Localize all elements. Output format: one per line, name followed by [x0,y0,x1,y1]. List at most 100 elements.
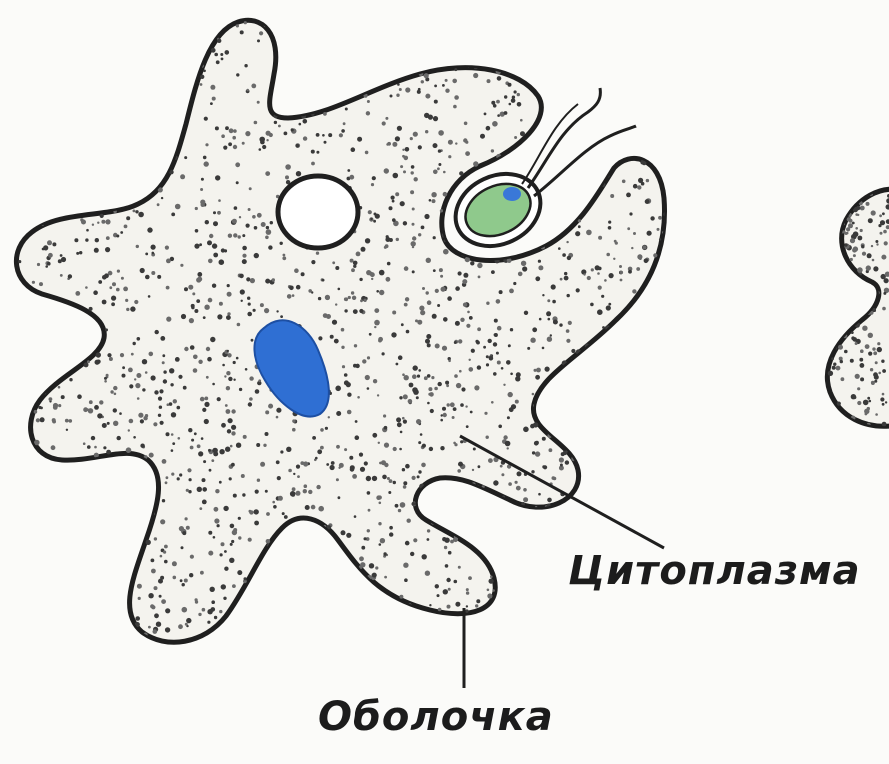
granule-dot [342,649,345,652]
granule-dot [159,89,162,92]
granule-dot [293,621,296,624]
granule-dot [60,274,63,277]
granule-dot [530,338,535,343]
granule-dot [828,371,833,376]
granule-dot [102,651,105,654]
granule-dot [570,599,575,604]
granule-dot [233,528,237,532]
granule-dot [531,470,534,473]
granule-dot [527,347,530,350]
granule-dot [444,546,447,549]
granule-dot [598,506,602,510]
granule-dot [398,509,401,512]
granule-dot [139,527,143,531]
granule-dot [547,498,552,503]
granule-dot [20,563,25,568]
granule-dot [384,463,388,467]
granule-dot [568,396,574,402]
granule-dot [178,375,182,379]
granule-dot [484,412,487,415]
granule-dot [492,45,497,50]
granule-dot [34,487,37,490]
granule-dot [38,122,42,126]
granule-dot [56,92,60,96]
granule-dot [260,303,264,307]
granule-dot [40,522,44,526]
granule-dot [93,638,97,642]
granule-dot [21,619,25,623]
granule-dot [396,627,399,630]
membrane-label: Оболочка [318,694,554,740]
granule-dot [251,84,256,89]
granule-dot [335,386,341,392]
granule-dot [81,113,84,116]
granule-dot [367,356,370,359]
granule-dot [453,407,457,411]
granule-dot [391,332,396,337]
granule-dot [422,444,426,448]
granule-dot [594,604,597,607]
granule-dot [120,458,125,463]
granule-dot [400,165,403,168]
granule-dot [45,265,48,268]
granule-dot [357,396,360,399]
granule-dot [819,226,823,230]
granule-dot [841,377,845,381]
granule-dot [593,73,595,75]
granule-dot [836,366,841,371]
granule-dot [470,261,474,265]
granule-dot [284,627,289,632]
granule-dot [637,185,641,189]
granule-dot [283,254,286,257]
granule-dot [396,94,399,97]
granule-dot [198,451,203,456]
granule-dot [137,337,141,341]
granule-dot [227,350,229,352]
granule-dot [194,309,198,313]
granule-dot [34,410,38,414]
granule-dot [508,392,513,397]
granule-dot [515,400,519,404]
granule-dot [551,284,556,289]
granule-dot [46,580,49,583]
granule-dot [874,380,877,383]
granule-dot [33,626,38,631]
granule-dot [145,172,150,177]
granule-dot [184,156,187,159]
granule-dot [834,224,840,230]
granule-dot [872,259,875,262]
granule-dot [354,344,357,347]
granule-dot [159,595,162,598]
granule-dot [543,523,548,528]
granule-dot [48,253,53,258]
granule-dot [600,156,602,158]
granule-dot [832,231,838,237]
granule-dot [32,547,37,552]
granule-dot [646,22,649,25]
granule-dot [19,150,24,155]
granule-dot [27,552,30,555]
granule-dot [486,302,489,305]
granule-dot [328,133,332,137]
granule-dot [15,356,19,360]
granule-dot [316,485,320,489]
granule-dot [403,485,407,489]
granule-dot [233,361,236,364]
granule-dot [477,533,481,537]
granule-dot [837,211,841,215]
granule-dot [497,76,502,81]
granule-dot [641,30,647,36]
granule-dot [135,383,140,388]
granule-dot [882,403,885,406]
granule-dot [65,76,69,80]
granule-dot [875,413,878,416]
granule-dot [432,496,436,500]
granule-dot [129,419,134,424]
granule-dot [823,340,828,345]
granule-dot [85,13,90,18]
granule-dot [341,346,344,349]
granule-dot [32,281,35,284]
granule-dot [587,44,592,49]
granule-dot [39,282,43,286]
granule-dot [231,409,235,413]
